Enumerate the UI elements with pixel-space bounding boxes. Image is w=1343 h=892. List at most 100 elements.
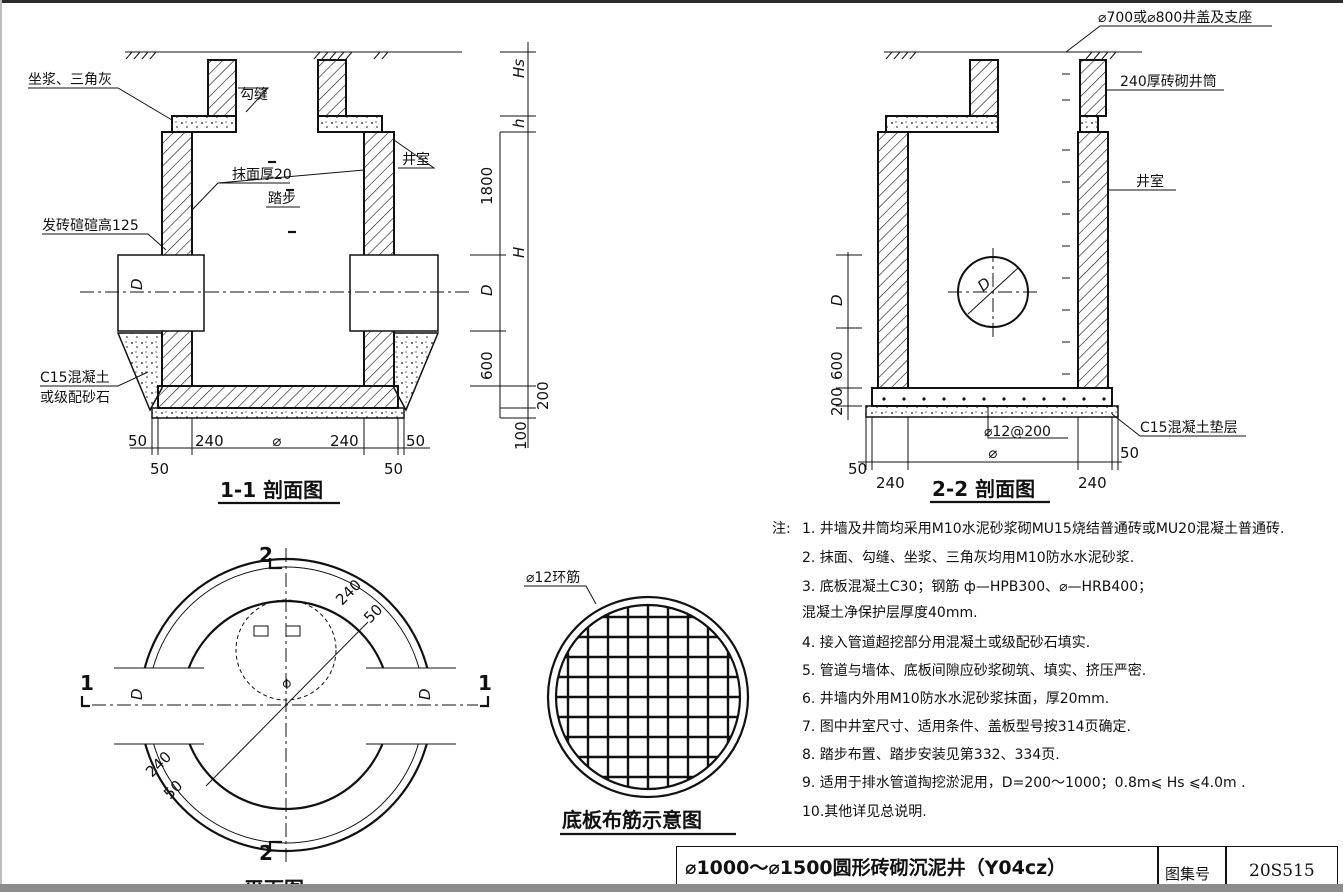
- cut-mark-2-bottom: 2: [259, 841, 273, 865]
- cut-mark-lines: [80, 558, 490, 852]
- fill-wedge-right: [393, 332, 440, 412]
- dim-h-small: h: [510, 118, 528, 128]
- cushion-2-2: [865, 405, 1119, 418]
- label-brick-arch: 发砖碹碹高125: [42, 217, 139, 234]
- label-brick-shaft: 240厚砖砌井筒: [1120, 73, 1217, 90]
- dim-bottom-diameter-2-2: ⌀: [988, 444, 997, 462]
- plan-dim-50-top: 50: [360, 601, 386, 627]
- note-item: 2. 抹面、勾缝、坐浆、三角灰均用M10防水水泥砂浆.: [802, 550, 1135, 566]
- dim-600-2-2: 600: [828, 351, 846, 380]
- dim-bottom-240-left: 240: [195, 432, 224, 450]
- dim-200: 200: [534, 381, 552, 410]
- plan-step-block-left: [253, 625, 269, 637]
- label-step: 踏步: [268, 191, 296, 207]
- cover-slab-left-2-2: [885, 115, 999, 133]
- note-item: 5. 管道与墙体、底板间隙应砂浆砌筑、填实、挤压严密.: [802, 663, 1147, 679]
- label-plaster: 抹面厚20: [232, 167, 292, 183]
- plan-pipe-d-right: D: [416, 688, 434, 700]
- label-c15-fill: C15混凝土: [40, 370, 110, 386]
- label-rebar-spacing: ⌀12@200: [984, 424, 1051, 440]
- ground-hatch-marks: [125, 51, 389, 60]
- plan-step-block-right: [285, 625, 301, 637]
- rebar-ring-leader: [524, 585, 597, 605]
- title-block-atlas-number: 20S515: [1249, 861, 1315, 881]
- dim-1800: 1800: [478, 167, 496, 205]
- rebar-diagram: ⌀12环筋 底板布筋示意图: [524, 569, 750, 836]
- cover-slab-right-2-2: [1079, 115, 1099, 133]
- rebar-ring-outer: [546, 595, 750, 799]
- base-cushion: [151, 407, 405, 419]
- note-item: 1. 井墙及井筒均采用M10水泥砂浆砌MU15烧结普通砖或MU20混凝土普通砖.: [802, 521, 1285, 537]
- dim-600: 600: [478, 351, 496, 380]
- title-block-title: ⌀1000～⌀1500圆形砖砌沉泥井（Y04cz）: [685, 857, 1067, 879]
- label-ring-rebar: ⌀12环筋: [526, 569, 580, 586]
- dim-lower-50-left: 50: [150, 460, 169, 478]
- dim-bottom-50-right-2-2: 50: [1120, 444, 1139, 462]
- plan-view: 2 2 1 1 240 50 ⌀ 240 50 D D 平面图: [80, 543, 492, 892]
- window-top-edge: [0, 0, 1343, 3]
- cut-mark-1-left: 1: [80, 671, 94, 695]
- base-slab-2-2: [871, 387, 1113, 407]
- section-1-1: Hs h 1800 H D 600 200 100 D 50 240 ⌀ 240: [28, 42, 552, 505]
- label-cover-frame: ⌀700或⌀800井盖及支座: [1098, 10, 1252, 26]
- note-item: 9. 适用于排水管道掏挖淤泥用，D=200～1000；0.8m⩽ Hs ⩽4.0…: [802, 775, 1246, 791]
- section-2-2: D D 600 200: [828, 10, 1272, 504]
- label-c15-cushion: C15混凝土垫层: [1140, 420, 1238, 436]
- dim-bottom-50-left: 50: [128, 432, 147, 450]
- dim-d-2-2: D: [828, 294, 846, 306]
- plan-diameter-line: [205, 621, 369, 787]
- dim-bottom-240-right: 240: [330, 432, 359, 450]
- plan-pipes: [114, 667, 456, 745]
- neck-wall-right-2-2: [1079, 59, 1107, 117]
- chamber-wall-left-2-2: [877, 131, 909, 389]
- label-chamber-1-1: 井室: [402, 151, 430, 168]
- title-rebar-diagram: 底板布筋示意图: [562, 808, 702, 832]
- bottom-dimensions-2-2: [858, 417, 1122, 470]
- neck-wall-right: [317, 59, 347, 117]
- leader-lines-2-2: [987, 25, 1272, 439]
- step-marks: [268, 160, 296, 234]
- leader-lines-1-1: [28, 87, 436, 387]
- plan-pipe-d-left: D: [128, 688, 146, 700]
- rebar-dots: [882, 397, 1106, 401]
- dim-d: D: [478, 284, 496, 296]
- pipe-circle-diameter: [967, 267, 1019, 315]
- bottom-dimensions-1-1: [130, 418, 430, 455]
- dim-h-large: H: [510, 247, 528, 258]
- dim-bottom-50-left-2-2: 50: [848, 460, 867, 478]
- title-block-divider: [1157, 847, 1159, 887]
- cut-mark-2-top: 2: [259, 543, 273, 567]
- fill-wedge-left: [116, 332, 163, 412]
- note-item: 6. 井墙内外用M10防水水泥砂浆抹面，厚20mm.: [802, 691, 1110, 707]
- note-item: 7. 图中井室尺寸、适用条件、盖板型号按314页确定.: [802, 719, 1131, 735]
- window-bottom-edge: [0, 884, 1343, 892]
- dim-bottom-50-right: 50: [406, 432, 425, 450]
- label-joint-pointing: 勾缝: [240, 87, 268, 103]
- note-item: 4. 接入管道超挖部分用混凝土或级配砂石填实.: [802, 635, 1091, 651]
- label-fill-alt: 或级配砂石: [40, 390, 110, 406]
- base-slab: [157, 385, 399, 409]
- cover-slab-left: [171, 115, 237, 133]
- vertical-dimensions-1-1: [470, 42, 536, 448]
- cut-mark-1-right: 1: [478, 671, 492, 695]
- note-item: 混凝土净保护层厚度40mm.: [802, 605, 978, 621]
- label-bedding-mortar: 坐浆、三角灰: [28, 72, 112, 88]
- title-block: ⌀1000～⌀1500圆形砖砌沉泥井（Y04cz） D=200～1000 图集号…: [676, 846, 1338, 887]
- note-item: 10.其他详见总说明.: [802, 804, 927, 820]
- chamber-wall-right-2-2: [1077, 131, 1109, 389]
- plan-dim-240-top: 240: [332, 576, 365, 609]
- title-block-atlas-label: 图集号: [1165, 865, 1211, 883]
- dim-hs: Hs: [510, 59, 528, 78]
- dim-bottom-240-left-2-2: 240: [876, 474, 905, 492]
- notes-heading: 注:: [772, 521, 791, 537]
- pipe-opening-right: [349, 254, 439, 332]
- rebar-grid: [556, 605, 740, 789]
- window-left-edge: [0, 0, 2, 892]
- cover-slab-right: [317, 115, 383, 133]
- label-chamber-2-2: 井室: [1136, 173, 1164, 190]
- dim-100: 100: [512, 421, 530, 450]
- dim-lower-50-right: 50: [384, 460, 403, 478]
- vertical-dimensions-2-2: [836, 252, 862, 420]
- note-item: 3. 底板混凝土C30；钢筋 ф—HPB300、⌀—HRB400；: [802, 579, 1153, 595]
